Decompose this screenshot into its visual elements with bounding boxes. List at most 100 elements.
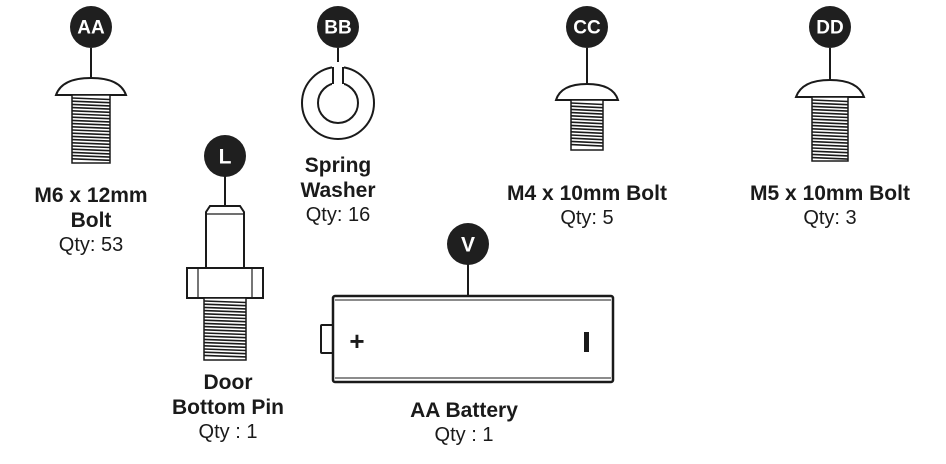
thread-line — [811, 105, 849, 109]
thread-line — [811, 140, 849, 144]
thread-line — [811, 112, 849, 116]
thread-line — [570, 143, 604, 147]
thread-line — [203, 319, 247, 323]
thread-line — [203, 329, 247, 333]
part-l-label: Door Bottom Pin Qty : 1 — [172, 370, 284, 444]
thread-line — [203, 313, 247, 317]
spring-washer-icon — [301, 62, 375, 140]
part-aa-qty: Qty: 53 — [58, 234, 124, 257]
thread-line — [811, 99, 849, 103]
thread-line — [570, 115, 604, 119]
thread-line — [203, 316, 247, 320]
thread-line — [811, 134, 849, 138]
part-cc-name: M4 x 10mm Bolt — [507, 182, 667, 205]
thread-line — [811, 124, 849, 128]
thread-line — [203, 325, 247, 329]
thread-line — [71, 110, 111, 114]
thread-line — [570, 134, 604, 138]
part-dd-name: M5 x 10mm Bolt — [750, 182, 910, 205]
thread-line — [811, 153, 849, 157]
part-bb-name-line1: Spring — [304, 154, 372, 177]
battery-minus-sign — [584, 332, 589, 352]
aa-battery-icon: + — [320, 294, 615, 384]
door-pin-icon — [186, 205, 264, 361]
part-dd-label: M5 x 10mm Bolt Qty: 3 — [750, 181, 910, 230]
thread-line — [71, 103, 111, 107]
badge-aa — [70, 6, 112, 48]
thread-line — [203, 332, 247, 336]
thread-line — [71, 126, 111, 130]
thread-line — [203, 322, 247, 326]
part-l-name-line2: Bottom Pin — [172, 396, 284, 420]
thread-line — [203, 351, 247, 355]
thread-line — [811, 118, 849, 122]
thread-line — [71, 135, 111, 139]
thread-line — [71, 122, 111, 126]
part-dd: DD — [794, 6, 866, 162]
thread-line — [811, 131, 849, 135]
thread-line — [570, 118, 604, 122]
thread-line — [203, 338, 247, 342]
part-dd-qty: Qty: 3 — [803, 207, 857, 230]
thread-line — [811, 102, 849, 106]
part-v-qty: Qty : 1 — [434, 424, 494, 447]
thread-line — [71, 113, 111, 117]
thread-line — [203, 348, 247, 352]
part-v-name: AA Battery — [410, 399, 518, 422]
thread-line — [203, 300, 247, 304]
badge-l — [204, 135, 246, 177]
thread-line — [71, 97, 111, 101]
part-bb-name-line2: Washer — [300, 179, 376, 203]
thread-line — [203, 335, 247, 339]
thread-line — [203, 345, 247, 349]
thread-line — [811, 147, 849, 151]
thread-line — [203, 341, 247, 345]
part-aa: AA — [54, 6, 128, 164]
thread-line — [570, 131, 604, 135]
part-bb: BB — [301, 6, 375, 140]
badge-label-cc: CC — [573, 18, 601, 39]
thread-line — [71, 148, 111, 152]
thread-line — [71, 154, 111, 158]
thread-line — [203, 309, 247, 313]
thread-line — [71, 151, 111, 155]
thread-line — [811, 137, 849, 141]
badge-label-l: L — [219, 146, 232, 169]
thread-line — [811, 156, 849, 160]
thread-line — [570, 140, 604, 144]
thread-line — [811, 128, 849, 132]
part-cc-label: M4 x 10mm Bolt Qty: 5 — [507, 181, 667, 230]
thread-line — [71, 145, 111, 149]
part-aa-label: M6 x 12mm Bolt Qty: 53 — [34, 183, 147, 257]
thread-line — [203, 306, 247, 310]
thread-line — [71, 100, 111, 104]
battery-plus-sign: + — [349, 326, 364, 356]
thread-line — [570, 111, 604, 115]
thread-line — [71, 129, 111, 133]
part-l: L — [186, 135, 264, 361]
part-l-qty: Qty : 1 — [198, 421, 258, 444]
thread-line — [811, 150, 849, 154]
thread-line — [71, 138, 111, 142]
thread-line — [570, 137, 604, 141]
part-aa-name-line2: Bolt — [70, 209, 112, 233]
part-bb-qty: Qty: 16 — [305, 204, 371, 227]
badge-cc — [566, 6, 608, 48]
thread-line — [71, 132, 111, 136]
thread-line — [570, 127, 604, 131]
thread-line — [811, 108, 849, 112]
button-head-bolt-icon — [794, 78, 866, 162]
part-v-label: AA Battery Qty : 1 — [410, 398, 518, 447]
thread-line — [570, 102, 604, 106]
thread-line — [570, 108, 604, 112]
thread-line — [203, 354, 247, 358]
thread-line — [811, 121, 849, 125]
thread-line — [203, 303, 247, 307]
badge-label-dd: DD — [816, 18, 843, 39]
thread-line — [71, 142, 111, 146]
thread-line — [71, 158, 111, 162]
badge-label-aa: AA — [77, 18, 105, 39]
badge-bb — [317, 6, 359, 48]
thread-line — [71, 106, 111, 110]
